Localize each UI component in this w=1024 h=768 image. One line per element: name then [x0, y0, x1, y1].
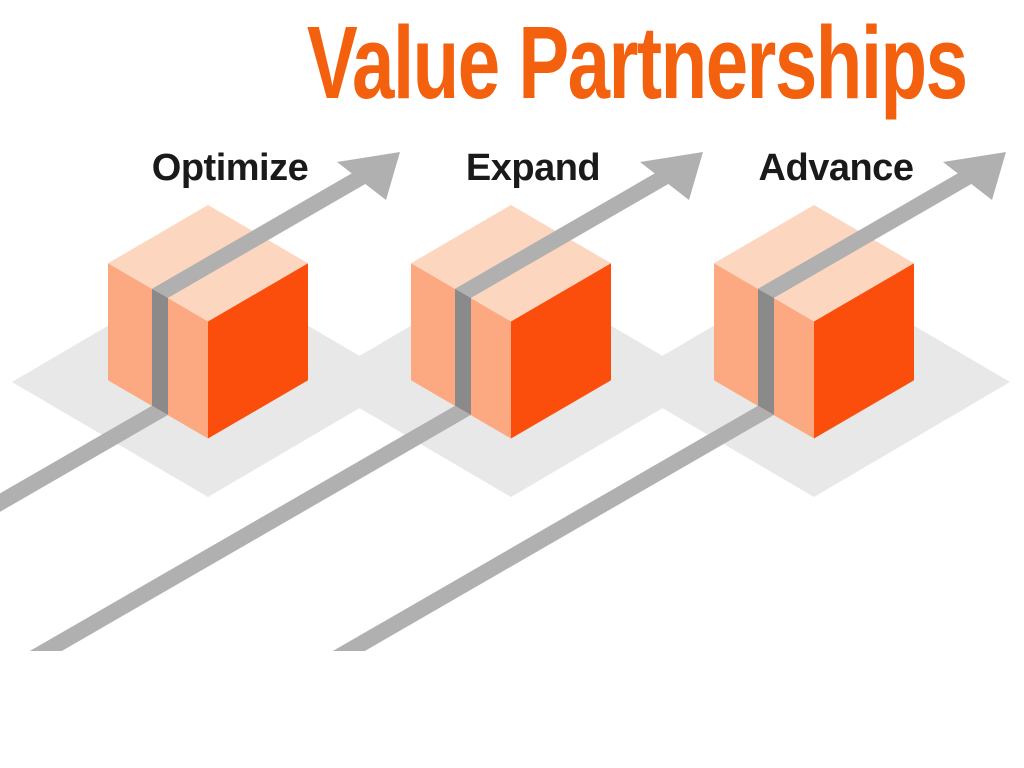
cube-right-face-expand — [511, 263, 611, 439]
cube-right-face-optimize — [208, 263, 308, 439]
arrow-tail-stripe-optimize — [0, 405, 168, 512]
growth-arrow-icon-advance — [758, 152, 1006, 298]
cube-right-face-advance — [814, 263, 914, 439]
stage-label-advance: Advance — [758, 147, 914, 189]
page-title: Value Partnerships — [0, 0, 1024, 130]
arrow-shadow-stripe-advance — [758, 288, 774, 415]
growth-arrow-icon-optimize — [152, 152, 400, 298]
arrow-tail-stripe-advance — [332, 405, 774, 651]
arrow-tail-stripe-expand — [29, 405, 472, 651]
growth-arrow-icon-expand — [455, 152, 703, 298]
arrow-shadow-stripe-expand — [455, 288, 471, 415]
arrow-shadow-stripe-optimize — [152, 288, 168, 415]
stage-label-expand: Expand — [465, 147, 601, 189]
stage-label-optimize: Optimize — [151, 147, 309, 189]
page-title-text: Value Partnerships — [307, 5, 968, 120]
